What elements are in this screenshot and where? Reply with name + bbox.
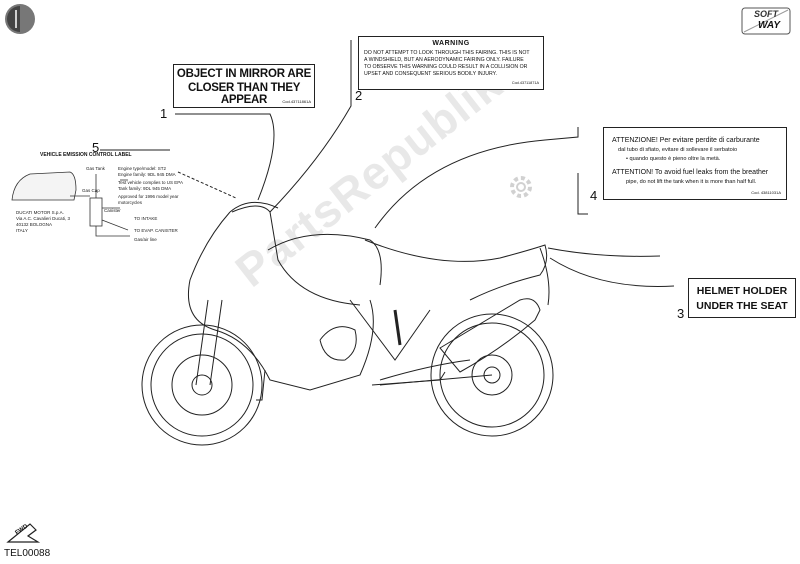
- emission-t15: TO EVAP. CANISTER: [134, 228, 178, 233]
- emission-t13: ITALY: [16, 228, 28, 233]
- leader-line-1: [175, 113, 275, 201]
- helmet-label-line2: UNDER THE SEAT: [696, 300, 788, 312]
- warning-label-line3: TO OBSERVE THIS WARNING COULD RESULT IN …: [364, 64, 528, 70]
- callout-3: 3: [677, 306, 685, 321]
- emission-t12: 40132 BOLOGNA: [16, 222, 53, 227]
- callout-2: 2: [355, 88, 363, 103]
- fuel-label-en1: ATTENTION! To avoid fuel leaks from the …: [612, 169, 769, 176]
- emission-schematic: [11, 171, 130, 237]
- fuel-label-it1: ATTENZIONE! Per evitare perdite di carbu…: [612, 137, 760, 144]
- helmet-label-line1: HELMET HOLDER: [696, 285, 788, 297]
- softway-logo-icon: [741, 7, 791, 35]
- warning-label-line1: DO NOT ATTEMPT TO LOOK THROUGH THIS FAIR…: [364, 50, 530, 56]
- emission-label: VEHICLE EMISSION CONTROL LABEL Gas Tank …: [10, 150, 183, 246]
- logo-line2: WAY: [758, 20, 781, 31]
- helmet-label: HELMET HOLDER UNDER THE SEAT: [688, 278, 796, 318]
- leader-line-3a: [547, 247, 661, 257]
- mirror-label-line1: OBJECT IN MIRROR ARE: [176, 68, 312, 80]
- emission-t16: Gas/air line: [134, 237, 157, 242]
- emission-t8: motorcycles: [118, 200, 143, 205]
- fuel-label-en2: pipe, do not lift the tank when it is mo…: [626, 179, 757, 185]
- mirror-label-code: Cod.43711861A: [282, 99, 311, 104]
- warning-label-code: Cod.43711871A: [511, 81, 539, 85]
- fuel-label: ATTENZIONE! Per evitare perdite di carbu…: [603, 127, 787, 200]
- callout-1: 1: [160, 106, 168, 121]
- gear-icon: [510, 176, 532, 198]
- emission-t5: Gas Cap: [82, 188, 100, 193]
- emission-t9: Canister: [104, 208, 121, 213]
- fuel-label-it3: • quando questo è pieno oltre la metà.: [626, 156, 721, 162]
- emission-t6: Tank family: 9DL 945 DMA: [118, 186, 172, 191]
- mirror-label: OBJECT IN MIRROR ARE CLOSER THAN THEY AP…: [173, 64, 315, 108]
- emission-label-title: VEHICLE EMISSION CONTROL LABEL: [40, 152, 132, 158]
- callout-4: 4: [590, 188, 598, 203]
- warning-label-line2: A WINDSHIELD, BUT AN AERODYNAMIC FAIRING…: [364, 57, 524, 63]
- leader-line-3b: [549, 257, 675, 287]
- fuel-label-code: Cod. 43811031A: [751, 190, 781, 195]
- leader-line-2: [269, 40, 352, 213]
- gas-tank-shape: [11, 171, 77, 201]
- softway-logo: SOFT WAY: [740, 6, 792, 36]
- reference-code: TEL00088: [4, 548, 51, 559]
- emission-t14: TO INTAKE: [134, 216, 158, 221]
- emission-t3: Engine family: 9DL 945 DMA: [118, 172, 176, 177]
- warning-label: WARNING DO NOT ATTEMPT TO LOOK THROUGH T…: [358, 36, 544, 90]
- emission-t10: DUCATI MOTOR S.p.A.: [16, 210, 64, 215]
- callout-5: 5: [92, 140, 100, 155]
- emission-t1: Gas Tank: [86, 166, 105, 171]
- emission-t2: Engine type/model: ST2: [118, 166, 167, 171]
- fuel-label-it2: dal tubo di sfiato, evitare di sollevare…: [618, 147, 738, 153]
- emission-t11: Via A.C. Cavalieri Ducati, 3: [16, 216, 70, 221]
- fwd-arrow-icon: [6, 523, 41, 543]
- emission-t4: Test vehicle complies to US EPA: [118, 180, 183, 185]
- brand-circle-icon: [5, 4, 35, 34]
- mirror-label-line2: CLOSER THAN THEY APPEAR: [187, 82, 301, 106]
- emission-t7: Approved for 1996 model year: [118, 194, 179, 199]
- leader-line-4: [374, 127, 579, 229]
- warning-label-heading: WARNING: [432, 40, 470, 47]
- warning-label-line4: UPSET AND CONSEQUENT SERIOUS BODILY INJU…: [364, 71, 497, 77]
- logo-line1: SOFT: [754, 9, 778, 19]
